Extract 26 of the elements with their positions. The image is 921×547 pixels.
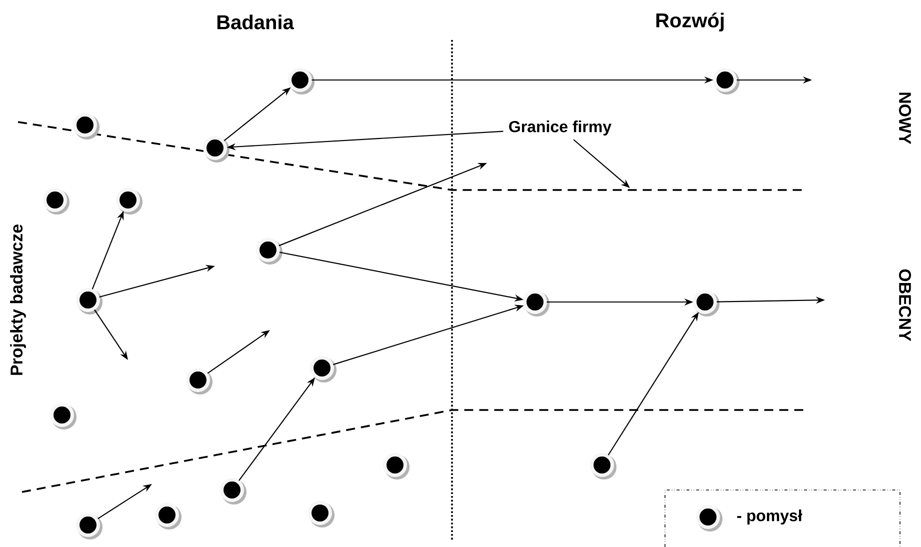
idea-dot (116, 188, 142, 214)
idea-dot (288, 68, 314, 94)
idea-dot (73, 113, 100, 140)
idea-dot (310, 356, 336, 382)
idea-dot (76, 513, 102, 540)
idea-dot (203, 136, 230, 162)
idea-dot (220, 478, 246, 504)
column-heading: Badania (217, 14, 294, 30)
idea-dot (50, 403, 76, 430)
idea-dot (383, 453, 410, 480)
idea-dot (256, 238, 282, 264)
idea-dot (713, 68, 740, 94)
annotation-text: Granice firmy (509, 120, 612, 136)
idea-dot (590, 453, 616, 480)
idea-dot (693, 290, 720, 316)
idea-dot (43, 188, 70, 214)
legend-text: - pomysł (737, 510, 802, 524)
idea-dot (186, 368, 212, 394)
column-heading: Rozwój (656, 12, 724, 32)
row-label: OBECNY (898, 269, 912, 342)
row-label: NOWY (898, 92, 912, 144)
idea-dot (523, 290, 550, 316)
idea-dot (155, 503, 182, 530)
idea-dot (308, 501, 334, 528)
axis-label: Projekty badawcze (10, 224, 26, 375)
idea-dot (76, 288, 102, 314)
